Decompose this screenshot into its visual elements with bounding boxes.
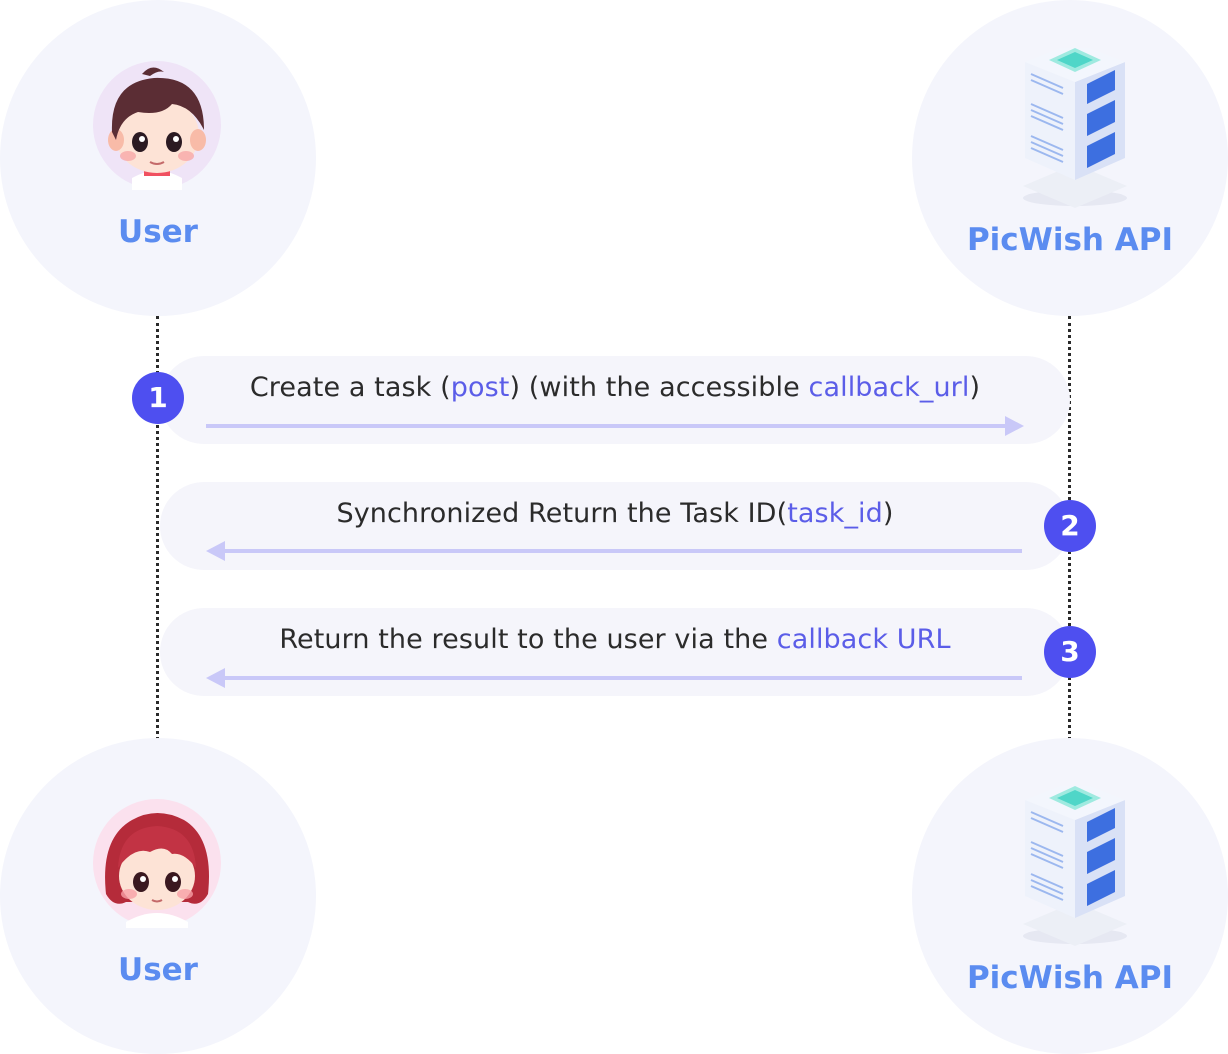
boy-avatar-icon [93,61,221,190]
message-2-text-part: ) [882,498,894,529]
api-label-bottom: PicWish API [966,960,1174,996]
api-actor-bottom: PicWish API [912,738,1228,1054]
api-actor-top: PicWish API [912,0,1228,316]
server-stack-icon [1023,786,1127,946]
message-2-text-part: Synchronized Return the Task ID( [336,498,788,529]
task-id-keyword: task_id [787,498,883,529]
callback-url-keyword: callback_url [808,372,970,403]
message-3-text: Return the result to the user via the ca… [160,624,1070,655]
server-stack-icon [1023,48,1127,208]
step-badge-1: 1 [132,372,184,424]
user-lifeline [156,316,159,740]
message-callback-result: Return the result to the user via the ca… [160,608,1070,696]
message-1-text-part: ) (with the accessible [509,372,809,403]
api-label-top: PicWish API [966,222,1174,258]
message-2-text: Synchronized Return the Task ID(task_id) [160,498,1070,529]
user-label-bottom: User [118,952,198,988]
message-3-text-part: Return the result to the user via the [279,624,777,655]
arrow-right-icon [206,416,1024,436]
callback-url-keyword: callback URL [776,624,951,655]
user-actor-top: User [0,0,316,316]
message-1-text-part: Create a task ( [249,372,451,403]
post-keyword: post [450,372,510,403]
step-badge-3: 3 [1044,626,1096,678]
message-create-task: Create a task (post) (with the accessibl… [160,356,1070,444]
user-actor-bottom: User [0,738,316,1054]
message-return-task-id: Synchronized Return the Task ID(task_id) [160,482,1070,570]
girl-avatar-icon [93,799,221,928]
arrow-left-icon [206,541,1022,561]
step-badge-2: 2 [1044,500,1096,552]
arrow-left-icon [206,668,1022,688]
message-1-text-part: ) [969,372,981,403]
user-label-top: User [118,214,198,250]
message-1-text: Create a task (post) (with the accessibl… [160,372,1070,403]
